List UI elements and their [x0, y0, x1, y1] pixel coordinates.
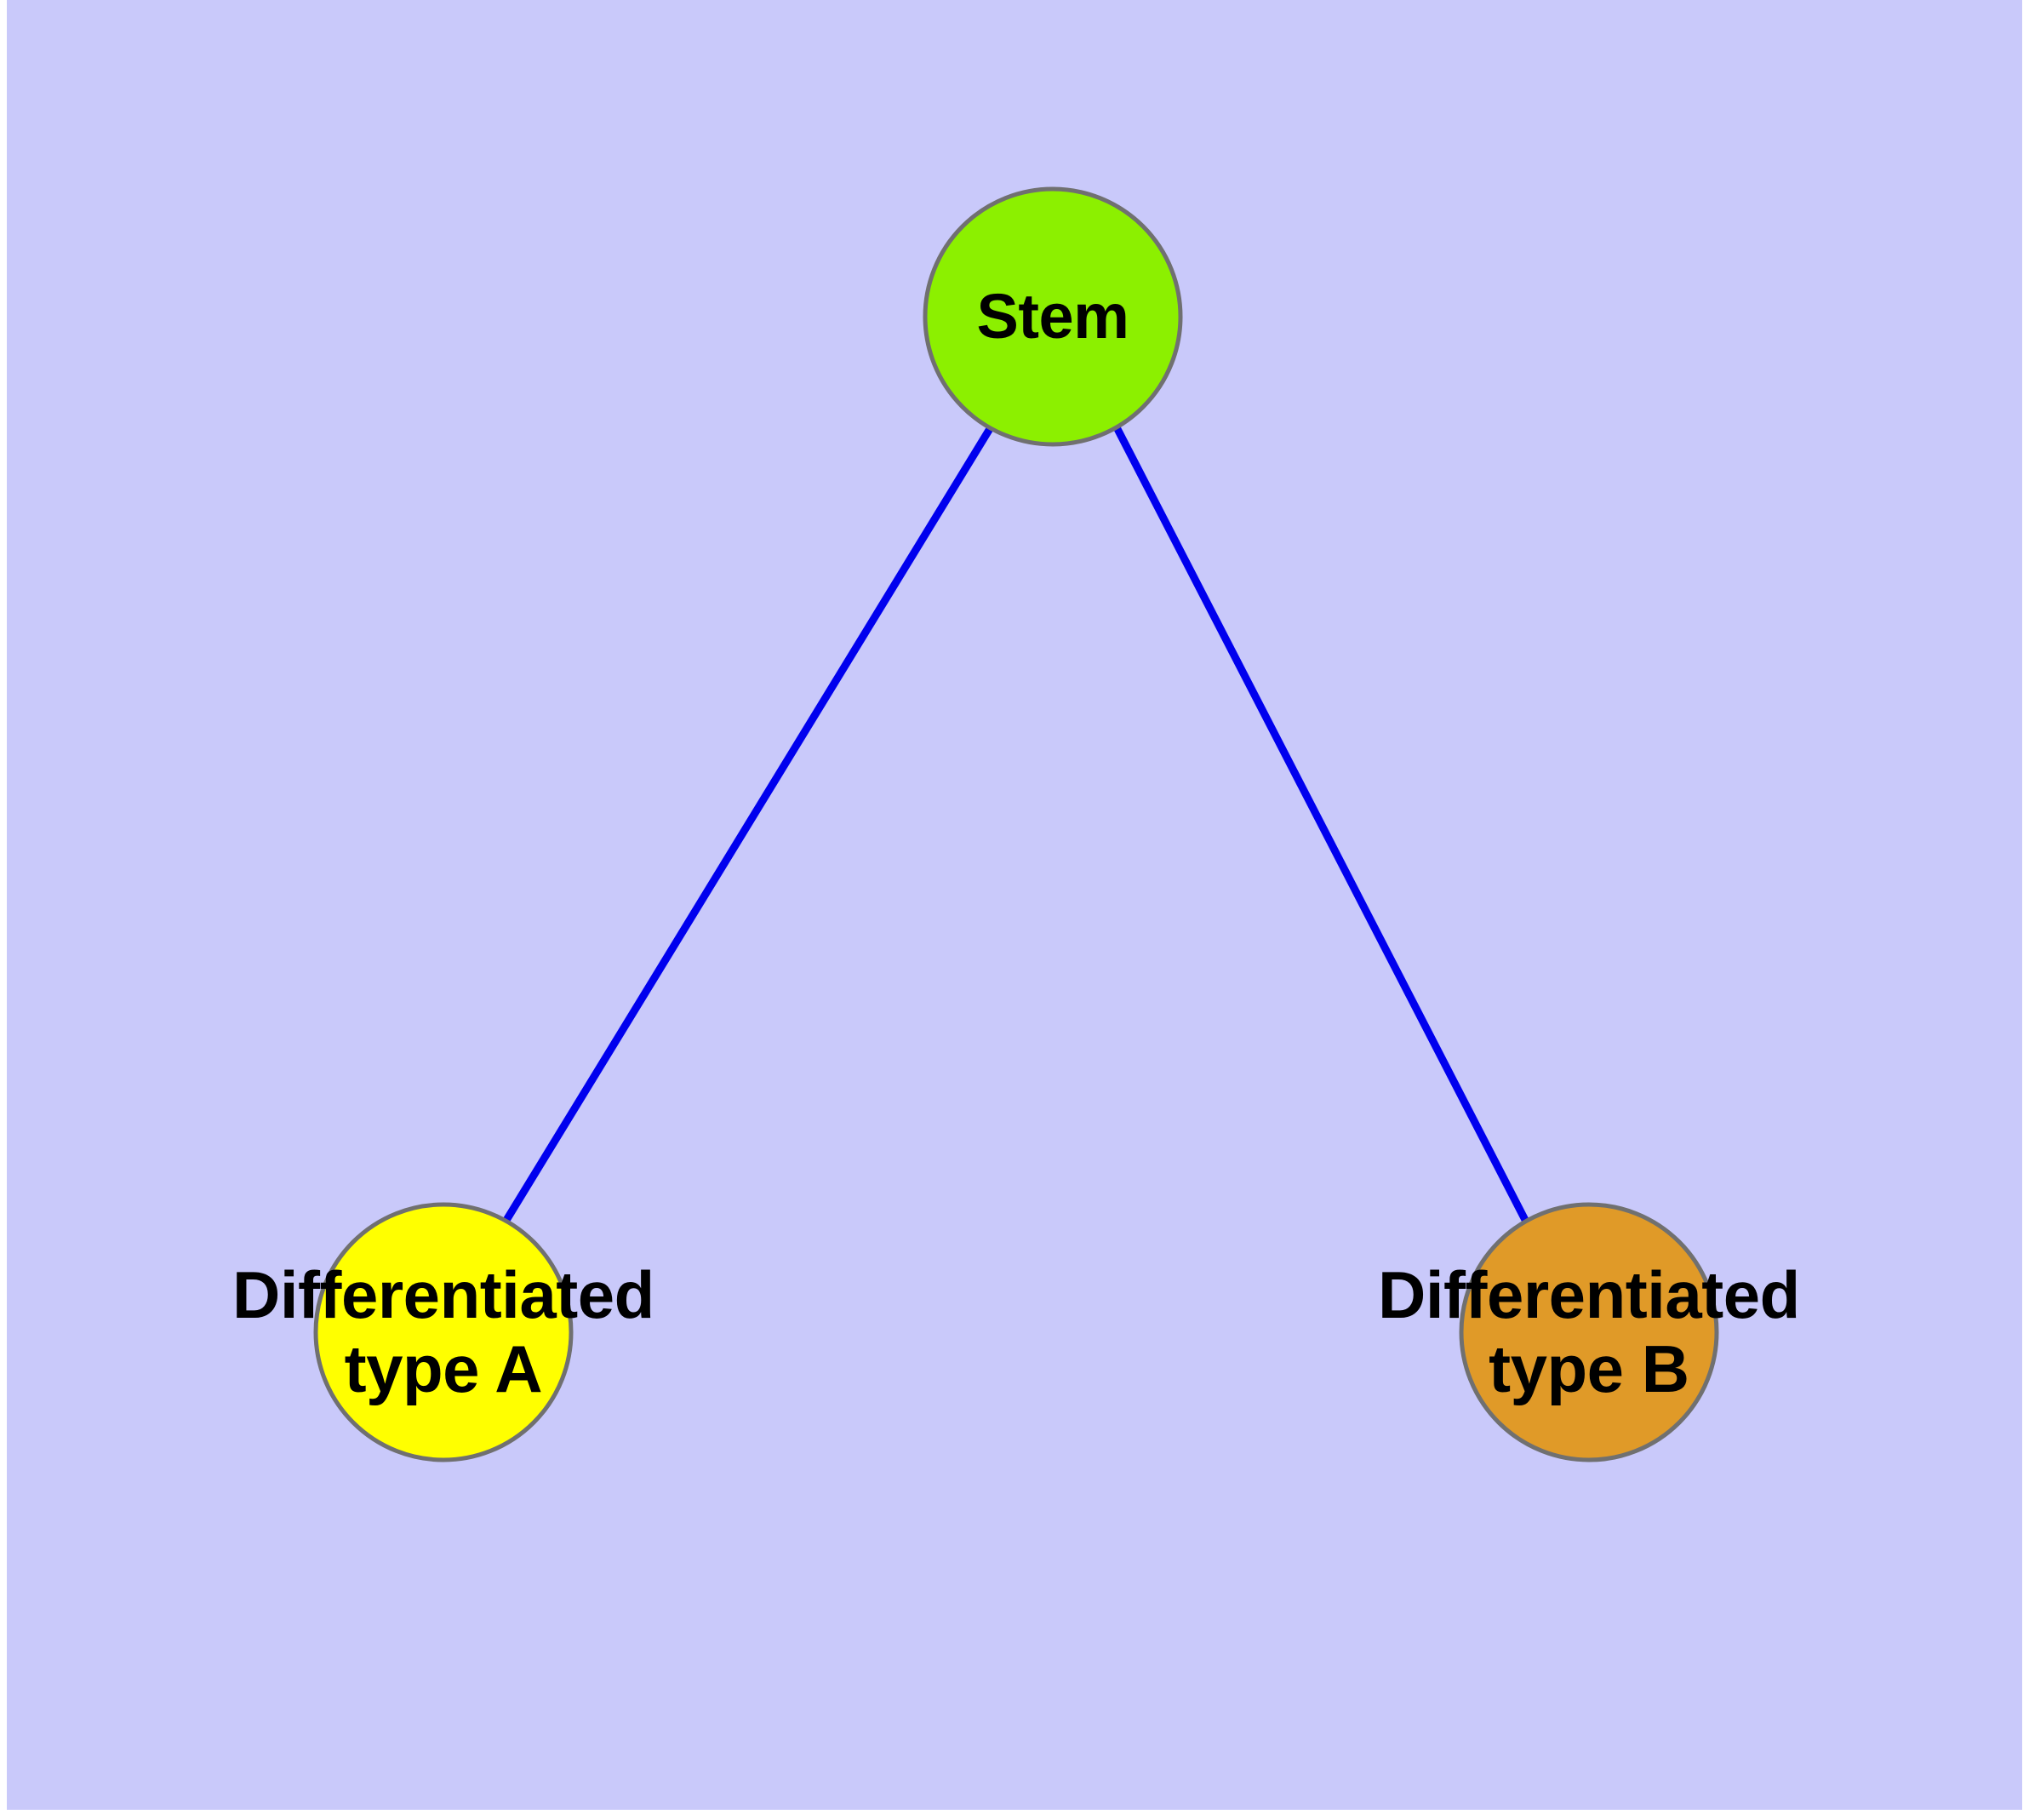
node-differentiated-type-a[interactable] — [313, 1202, 574, 1462]
edge-layer — [502, 425, 1529, 1224]
node-differentiated-type-b[interactable] — [1459, 1202, 1719, 1462]
node-stem[interactable] — [923, 186, 1183, 447]
edge-stem-to-differentiated-type-a[interactable] — [502, 425, 994, 1224]
edge-stem-to-differentiated-type-b[interactable] — [1113, 425, 1529, 1224]
node-layer — [313, 186, 1719, 1462]
